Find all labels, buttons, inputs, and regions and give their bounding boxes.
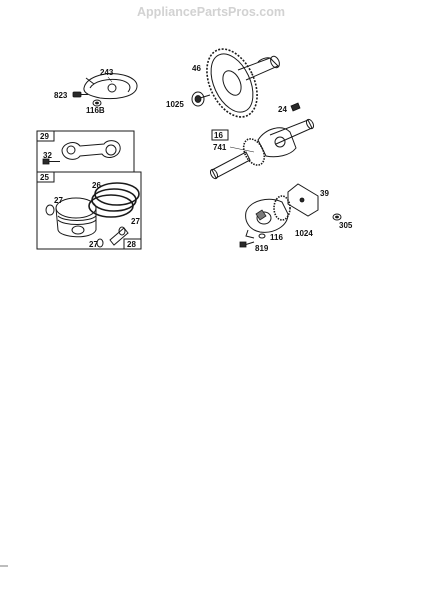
callout-25: 25 <box>40 173 49 182</box>
callout-116: 116 <box>270 233 283 242</box>
callout-27-right: 27 <box>131 217 140 226</box>
washer-116-drawing <box>258 233 266 239</box>
connecting-rod-drawing <box>61 140 121 160</box>
callout-1025: 1025 <box>166 100 184 109</box>
governor-assembly-drawing <box>245 195 291 239</box>
washer-116b-drawing <box>92 99 102 107</box>
callout-32: 32 <box>43 151 52 160</box>
cam-gear-drawing <box>199 48 280 118</box>
callout-24: 24 <box>278 105 287 114</box>
piston-drawing <box>55 197 97 238</box>
breather-cover-drawing <box>287 183 319 217</box>
callout-46: 46 <box>192 64 201 73</box>
crankshaft-drawing <box>209 118 315 180</box>
callout-1024: 1024 <box>295 229 313 238</box>
rod-bolt-drawing <box>42 158 60 165</box>
callout-29: 29 <box>40 132 49 141</box>
callout-741: 741 <box>213 143 227 152</box>
callout-305: 305 <box>339 221 353 230</box>
piston-pin-drawing <box>109 227 129 246</box>
callout-243: 243 <box>100 68 114 77</box>
callout-26: 26 <box>92 181 101 190</box>
callout-27-bottom: 27 <box>89 240 98 249</box>
piston-box <box>36 171 142 250</box>
watermark: AppliancePartsPros.com <box>137 5 285 19</box>
retainer-ring-drawing <box>45 204 126 248</box>
crankshaft-label-box <box>211 129 229 141</box>
callout-819: 819 <box>255 244 269 253</box>
callout-116b: 116B <box>86 106 105 115</box>
clip-305-drawing <box>332 213 342 221</box>
crankshaft-key-drawing <box>290 102 301 112</box>
callout-16: 16 <box>214 131 223 140</box>
screw-823-drawing <box>72 91 88 98</box>
callout-823: 823 <box>54 91 68 100</box>
cam-cover-plate-drawing <box>83 73 138 100</box>
callout-28: 28 <box>127 240 136 249</box>
callout-39: 39 <box>320 189 329 198</box>
callout-27-left: 27 <box>54 196 63 205</box>
bolt-819-drawing <box>239 241 255 248</box>
piston-rings-drawing <box>88 182 140 218</box>
bushing-1025-drawing <box>191 91 205 107</box>
